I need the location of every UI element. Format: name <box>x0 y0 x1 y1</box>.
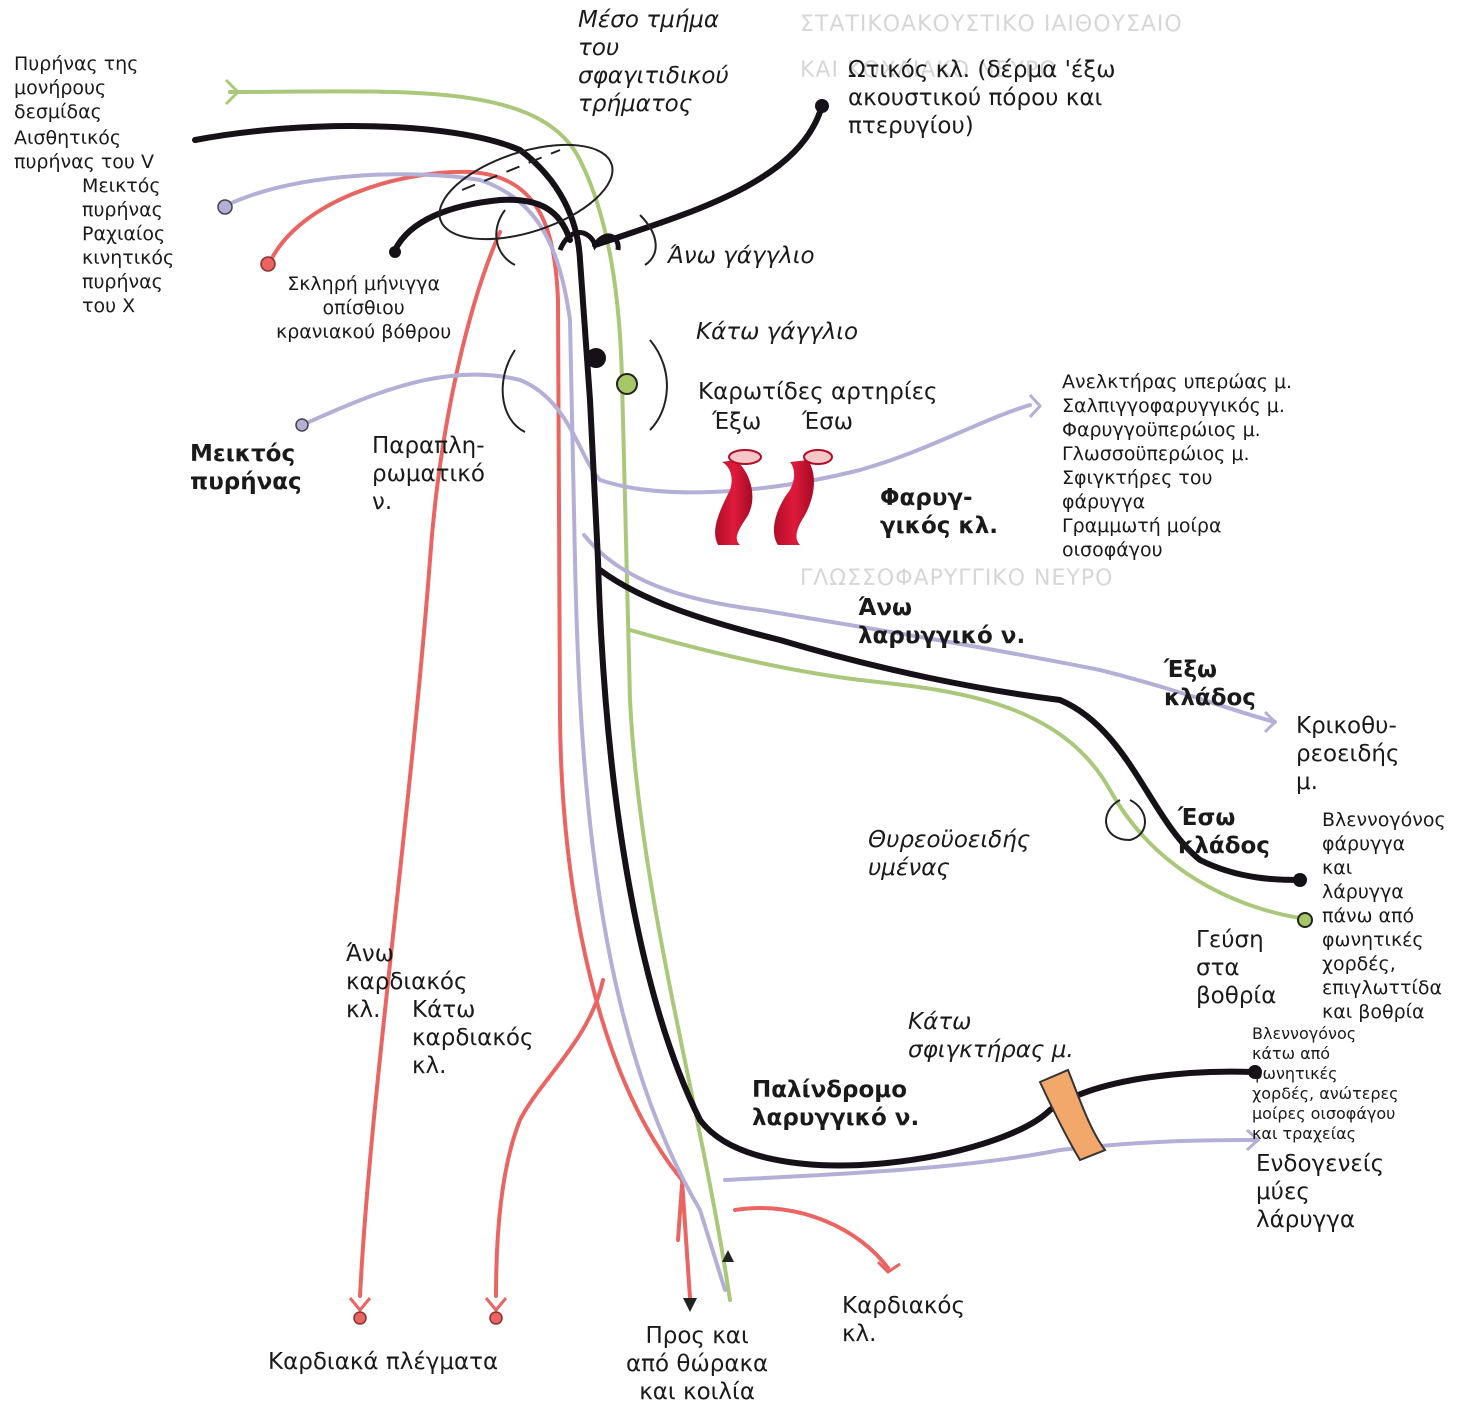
label-paraplhromatiko: Παραπλη- ρωματικό ν. <box>372 432 485 516</box>
label-cardiac-plexuses: Καρδιακά πλέγματα <box>268 1348 498 1376</box>
label-cardiac-branch: Καρδιακός κλ. <box>842 1292 965 1348</box>
label-pharyngeal-branch: Φαρυγ- γικός κλ. <box>880 484 998 540</box>
label-carotid-arteries: Καρωτίδες αρτηρίες <box>698 378 938 406</box>
label-mixed-nucleus-top: Μεικτός πυρήνας <box>82 174 163 222</box>
label-internal-branch: Έσω κλάδος <box>1178 804 1270 860</box>
label-inferior-constrictor: Κάτω σφιγκτήρας μ. <box>908 1008 1074 1064</box>
label-cricothyroid: Κρικοθυ- ρεοειδής μ. <box>1296 712 1399 796</box>
black-dot-mucosa-upper <box>1293 873 1307 887</box>
label-to-thorax: Προς και από θώρακα και κοιλία <box>626 1322 768 1406</box>
label-dura-posterior-fossa: Σκληρή μήνιγγα οπίσθιου κρανιακού βόθρου <box>276 272 451 344</box>
label-sensory-nucleus-v: Αισθητικός πυρήνας του V <box>14 126 154 174</box>
label-mucosa-lower: Βλεννογόνος κάτω από φωνητικές χορδές, α… <box>1252 1024 1399 1144</box>
label-intrinsic-muscles: Ενδογενείς μύες λάρυγγα <box>1256 1150 1384 1234</box>
label-auricular-branch: Ωτικός κλ. (δέρμα 'έξω ακουστικού πόρου … <box>848 56 1115 140</box>
red-cardiac-branch <box>735 1208 888 1268</box>
arrow-down <box>683 1298 697 1312</box>
carotid-arteries-graphic <box>715 450 832 545</box>
label-internal-carotid: Έσω <box>802 408 853 436</box>
label-recurrent-laryngeal: Παλίνδρομο λαρυγγικό ν. <box>752 1076 919 1132</box>
label-external-carotid: Έξω <box>712 408 761 436</box>
green-dot-inferior-ganglion <box>617 374 637 394</box>
label-pharyngeal-muscles: Ανελκτήρας υπερώας μ. Σαλπιγγοφαρυγγικός… <box>1062 370 1292 562</box>
label-inferior-cardiac: Κάτω καρδιακός κλ. <box>412 996 533 1080</box>
label-superior-laryngeal: Άνω λαρυγγικό ν. <box>858 594 1025 650</box>
black-dot-dorsal <box>389 246 401 258</box>
black-auricular <box>595 106 822 245</box>
red-dot-plexus-right <box>490 1312 502 1324</box>
black-dot-auricular <box>815 99 829 113</box>
label-inferior-ganglion: Κάτω γάγγλιο <box>696 318 858 346</box>
red-dot-spinal-motor <box>261 257 275 271</box>
internal-carotid <box>774 460 814 545</box>
label-middle-jugular-foramen: Μέσο τμήμα του σφαγιτιδικού τρήματος <box>578 6 729 118</box>
thyrohyoid-loop <box>1106 800 1145 840</box>
external-carotid <box>715 460 752 545</box>
lavender-recurrent <box>725 1140 1255 1180</box>
red-branch-small <box>678 1185 682 1240</box>
red-dot-plexus-left <box>354 1312 366 1324</box>
lavender-dot-mixed-mid <box>296 419 308 431</box>
inferior-ganglion-arc-left <box>503 350 525 432</box>
label-mucosa-upper: Βλεννογόνος φάρυγγα και λάρυγγα πάνω από… <box>1322 808 1446 1024</box>
label-spinal-motor-nucleus-x: Ραχιαίος κινητικός πυρήνας του Χ <box>82 222 174 318</box>
label-mixed-nucleus-mid: Μεικτός πυρήνας <box>190 440 302 496</box>
lavender-dot-mixed-top <box>218 200 232 214</box>
label-taste-valleculae: Γεύση στα βοθρία <box>1196 926 1276 1010</box>
inferior-ganglion-arc-right <box>650 340 667 430</box>
red-endings <box>350 1262 900 1310</box>
label-thyrohyoid-membrane: Θυρεοϋοειδής υμένας <box>868 826 1030 882</box>
black-dot-inferior-ganglion <box>586 348 606 368</box>
green-dot-taste <box>1298 913 1312 927</box>
label-superior-ganglion: Άνω γάγγλιο <box>668 242 815 270</box>
inferior-constrictor-band <box>1040 1070 1105 1160</box>
label-nucleus-solitarius: Πυρήνας της μονήρους δεσμίδας <box>14 52 138 124</box>
label-external-branch: Έξω κλάδος <box>1164 656 1256 712</box>
